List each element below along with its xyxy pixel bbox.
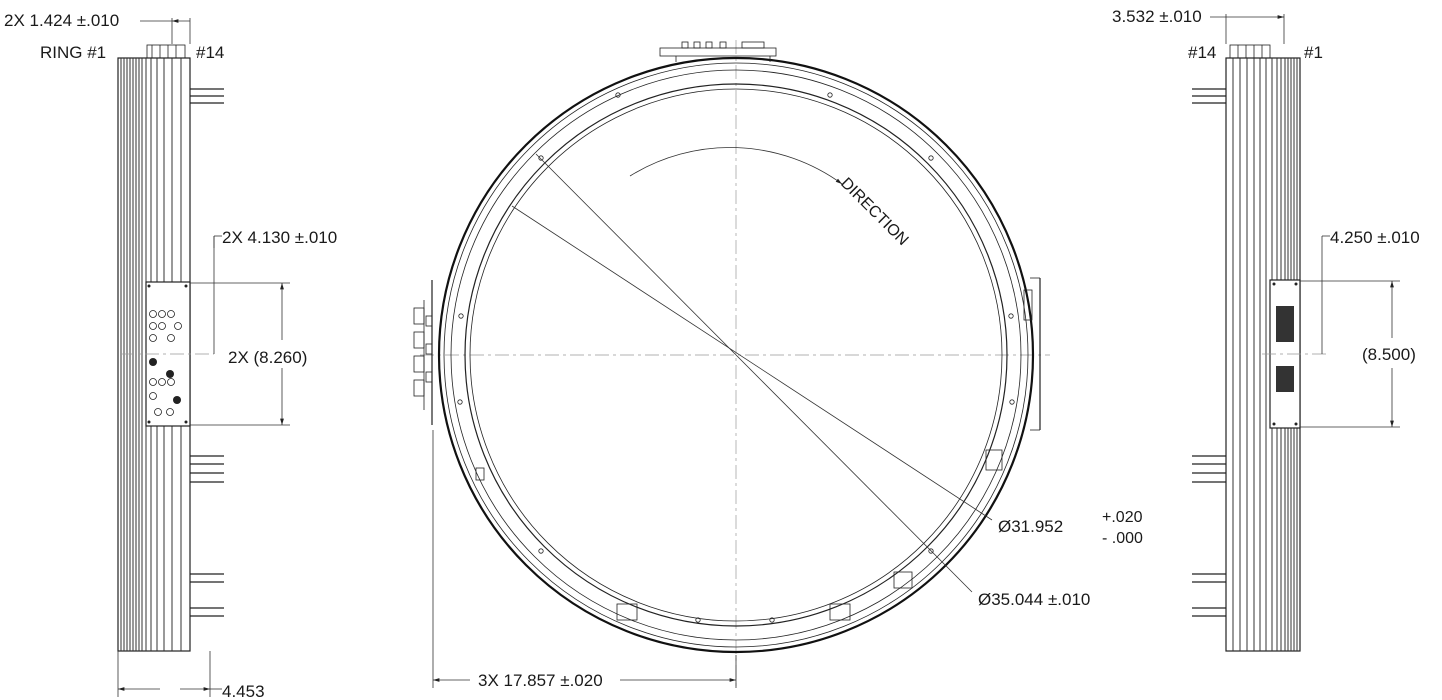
inner-diameter-value: Ø31.952: [998, 517, 1063, 536]
inner-diameter-tol-upper: +.020: [1102, 509, 1143, 526]
right-port-window-lower: [1276, 366, 1294, 392]
outer-diameter-dimension: Ø35.044 ±.010: [978, 590, 1090, 609]
left-mount-tabs: [190, 88, 224, 617]
right-mount-tabs: [1192, 88, 1226, 617]
inner-diameter-tol-lower: - .000: [1102, 530, 1143, 547]
right-side-view: #14 #1 3.532 ±.010 4.250 ±.010 (8.500): [1112, 7, 1420, 652]
right-port-window-upper: [1276, 306, 1294, 342]
center-front-view: DIRECTION Ø31.952 +.020 - .000 Ø35.044 ±…: [413, 40, 1143, 690]
outer-ring: [437, 56, 1035, 654]
left-side-view: RING #1 #14 2X 1.424 ±.010 2X 4.130 ±.01…: [4, 11, 337, 700]
direction-arrow: [629, 147, 843, 185]
left-port-offset-dimension: 2X 4.130 ±.010: [222, 228, 337, 247]
left-port-span-dimension: 2X (8.260): [228, 348, 307, 367]
right-port-offset-dimension: 4.250 ±.010: [1330, 228, 1420, 247]
left-ring-last-label: #14: [196, 43, 224, 62]
right-ring-first-label: #14: [1188, 43, 1216, 62]
right-spacing-dimension: 3.532 ±.010: [1112, 7, 1202, 26]
outer-diameter-leader: [535, 153, 973, 593]
left-top-connector: [146, 44, 186, 59]
right-ring-lines: [1232, 58, 1298, 651]
top-connector-block: [659, 47, 777, 57]
inner-diameter-leader: [511, 205, 993, 521]
right-ring-last-label: #1: [1304, 43, 1323, 62]
left-port-fittings: [147, 284, 188, 424]
radius-dimension: 3X 17.857 ±.020: [478, 671, 603, 690]
right-connector-bank: [1023, 277, 1041, 431]
bolt-holes: [457, 92, 1015, 623]
inner-ring: [464, 83, 1008, 627]
left-connector-bank: [413, 280, 433, 425]
mounting-blocks: [475, 449, 1003, 621]
right-port-span-dimension: (8.500): [1362, 345, 1416, 364]
left-ring-first-label: RING #1: [40, 43, 106, 62]
left-width-dimension: 4.453: [222, 682, 265, 700]
right-top-connector: [1229, 44, 1271, 59]
direction-label: DIRECTION: [837, 175, 911, 249]
left-spacing-dimension: 2X 1.424 ±.010: [4, 11, 119, 30]
